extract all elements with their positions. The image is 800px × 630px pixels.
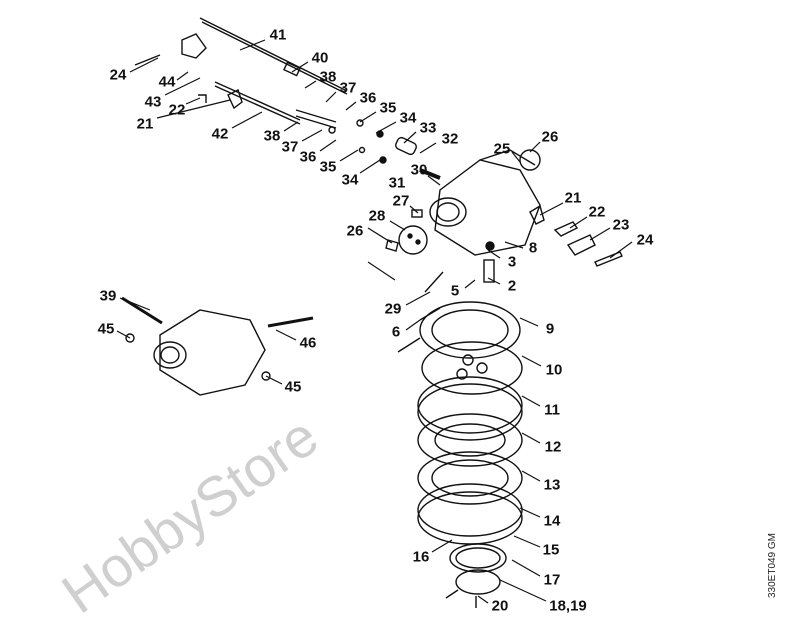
diaphragm-stack: [417, 301, 523, 608]
callout-35: 35: [379, 99, 397, 117]
callout-45b: 45: [284, 378, 302, 396]
callout-27: 27: [392, 192, 410, 210]
callout-39: 39: [99, 287, 117, 305]
leader-lines: [116, 39, 633, 604]
callout-40: 40: [311, 49, 329, 67]
callout-21: 21: [136, 115, 154, 133]
callout-25: 25: [493, 140, 511, 158]
callout-15: 15: [542, 541, 560, 559]
callout-22: 22: [168, 101, 186, 119]
callout-17: 17: [543, 571, 561, 589]
callout-30: 30: [410, 161, 428, 179]
callout-21b: 21: [564, 189, 582, 207]
linkage-parts: [134, 17, 417, 164]
drawing-code: 330ET049 GM: [767, 532, 779, 599]
callout-16: 16: [412, 548, 430, 566]
callout-3: 3: [507, 253, 517, 271]
callout-38b: 38: [263, 127, 281, 145]
callout-2: 2: [507, 277, 517, 295]
callout-45: 45: [97, 320, 115, 338]
callout-11: 11: [544, 401, 560, 419]
callout-32: 32: [441, 130, 459, 148]
callout-10: 10: [545, 361, 563, 379]
callout-6: 6: [391, 323, 401, 341]
callout-29: 29: [384, 300, 402, 318]
callout-26: 26: [541, 128, 559, 146]
callout-14: 14: [543, 512, 561, 530]
callout-33: 33: [419, 119, 437, 137]
callout-8: 8: [528, 239, 538, 257]
callout-34: 34: [399, 109, 417, 127]
callout-42: 42: [211, 125, 229, 143]
callout-34b: 34: [341, 171, 359, 189]
callout-41: 41: [269, 26, 287, 44]
carburetor-body-alt: [121, 296, 314, 396]
small-parts-right: [385, 168, 623, 353]
carburetor-body-main: [429, 149, 541, 256]
callout-24: 24: [109, 66, 127, 84]
callout-20: 20: [491, 597, 509, 615]
callout-13: 13: [543, 476, 561, 494]
callout-43: 43: [144, 93, 162, 111]
callout-35b: 35: [319, 158, 337, 176]
callout-37b: 37: [281, 138, 299, 156]
callout-44: 44: [158, 73, 176, 91]
callout-12: 12: [544, 438, 562, 456]
callout-9: 9: [545, 320, 555, 338]
callout-24b: 24: [636, 231, 654, 249]
callout-46: 46: [299, 334, 317, 352]
callout-36b: 36: [299, 148, 317, 166]
callout-38: 38: [319, 68, 337, 86]
callout-22b: 22: [588, 203, 606, 221]
callout-37: 37: [339, 79, 357, 97]
callout-26b: 26: [346, 222, 364, 240]
callout-28: 28: [368, 207, 386, 225]
callout-5: 5: [450, 282, 460, 300]
callout-36: 36: [359, 89, 377, 107]
callout-31: 31: [388, 174, 406, 192]
callout-18-19: 18,19: [549, 597, 587, 615]
callout-23: 23: [612, 216, 630, 234]
